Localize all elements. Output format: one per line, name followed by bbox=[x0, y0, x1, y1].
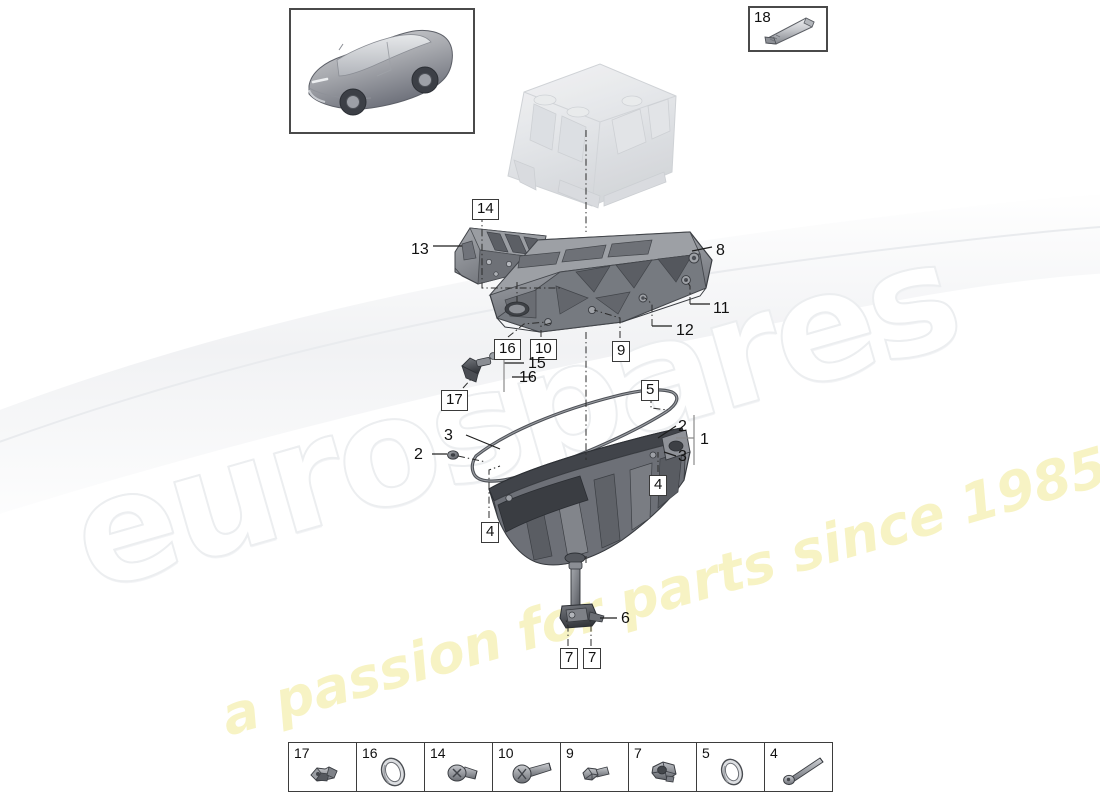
legend-item-14[interactable]: 14 bbox=[424, 742, 492, 792]
sealant-tube-thumbnail-box[interactable]: 18 bbox=[748, 6, 828, 52]
legend-item-16[interactable]: 16 bbox=[356, 742, 424, 792]
callout-12: 12 bbox=[676, 322, 694, 339]
engine-block-ghost bbox=[507, 63, 677, 209]
callout-6: 6 bbox=[621, 610, 630, 627]
hex-bolt-small-icon bbox=[582, 766, 610, 781]
callout-4-left-boxed: 4 bbox=[481, 522, 500, 543]
o-ring-icon bbox=[720, 758, 744, 786]
callout-9-boxed: 9 bbox=[612, 341, 631, 362]
thumbnail-number-18: 18 bbox=[754, 9, 771, 26]
callout-10-boxed: 10 bbox=[530, 339, 557, 360]
callout-1-right: 1 bbox=[700, 431, 709, 448]
callout-15: 15 bbox=[528, 355, 546, 372]
legend-number-10: 10 bbox=[498, 745, 514, 761]
legend-number-14: 14 bbox=[430, 745, 446, 761]
callout-13: 13 bbox=[411, 241, 429, 258]
callout-2-left: 2 bbox=[414, 446, 423, 463]
callout-5-boxed: 5 bbox=[641, 380, 660, 401]
hex-flange-bolt-icon bbox=[512, 762, 552, 784]
legend-number-9: 9 bbox=[566, 745, 574, 761]
callout-11: 11 bbox=[713, 300, 730, 317]
pan-head-screw-icon bbox=[447, 764, 478, 782]
callout-2-right: 2 bbox=[678, 418, 687, 435]
hex-head-bolt-short-icon bbox=[310, 766, 338, 782]
legend-item-7[interactable]: 7 bbox=[628, 742, 696, 792]
callout-7-boxed-b: 7 bbox=[583, 648, 602, 669]
legend-number-4: 4 bbox=[770, 745, 778, 761]
callout-3-right: 3 bbox=[678, 448, 687, 465]
legend-item-4[interactable]: 4 bbox=[764, 742, 833, 792]
legend-item-17[interactable]: 17 bbox=[288, 742, 356, 792]
upper-oil-pan-part-8 bbox=[488, 231, 713, 333]
callout-4-right-boxed: 4 bbox=[649, 475, 668, 496]
legend-item-9[interactable]: 9 bbox=[560, 742, 628, 792]
leader-lines bbox=[432, 130, 713, 646]
vehicle-illustration bbox=[308, 29, 453, 116]
callout-8: 8 bbox=[716, 242, 725, 259]
parts-legend-strip: 17 16 14 bbox=[288, 742, 833, 792]
callout-14-boxed: 14 bbox=[472, 199, 499, 220]
oil-nozzle-part-15 bbox=[461, 352, 497, 383]
drain-plug-nut-icon bbox=[651, 761, 677, 783]
vehicle-thumbnail-box[interactable] bbox=[289, 8, 475, 134]
seal-ring-icon bbox=[380, 757, 406, 787]
legend-number-7: 7 bbox=[634, 745, 642, 761]
callout-16: 16 bbox=[519, 369, 537, 386]
legend-number-16: 16 bbox=[362, 745, 378, 761]
oil-pan-part-1 bbox=[488, 427, 691, 566]
callout-3-left: 3 bbox=[444, 427, 453, 444]
sealant-tube-illustration bbox=[764, 17, 815, 45]
callout-17-boxed: 17 bbox=[441, 390, 468, 411]
legend-item-5[interactable]: 5 bbox=[696, 742, 764, 792]
callout-16-boxed: 16 bbox=[494, 339, 521, 360]
long-stud-bolt-icon bbox=[783, 757, 824, 786]
legend-number-17: 17 bbox=[294, 745, 310, 761]
drain-washer-part-2 bbox=[447, 450, 459, 460]
oil-level-sensor-part-6 bbox=[559, 561, 605, 629]
callout-7-boxed-a: 7 bbox=[560, 648, 579, 669]
legend-item-10[interactable]: 10 bbox=[492, 742, 560, 792]
legend-number-5: 5 bbox=[702, 745, 710, 761]
